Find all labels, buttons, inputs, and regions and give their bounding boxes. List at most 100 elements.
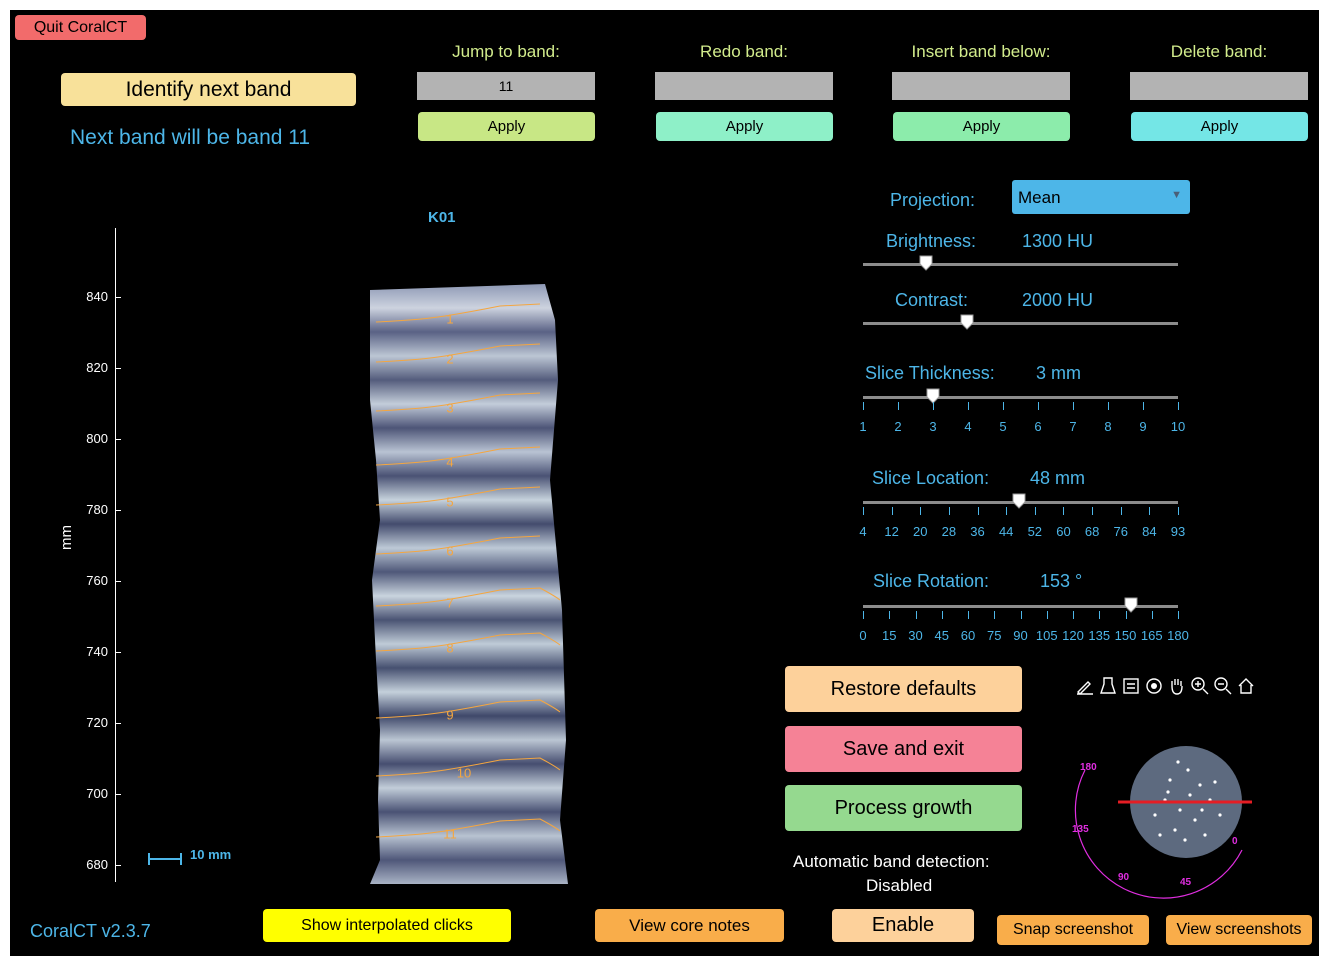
slice-location-slider-thumb[interactable] [1012, 493, 1026, 509]
slider-tick [898, 402, 899, 410]
chevron-down-icon: ▼ [1171, 189, 1182, 201]
band-line[interactable] [375, 486, 541, 506]
slider-tick-label: 68 [1084, 524, 1100, 539]
projection-select[interactable]: Mean ▼ [1012, 180, 1190, 214]
contrast-slider-thumb[interactable] [960, 314, 974, 330]
band-line[interactable] [375, 535, 541, 555]
band-control-input[interactable] [892, 72, 1070, 100]
y-tick-label: 700 [86, 786, 108, 801]
slider-tick [915, 611, 917, 619]
y-tick [115, 794, 121, 795]
slice-thickness-slider[interactable] [863, 396, 1178, 399]
process-growth-button[interactable]: Process growth [785, 785, 1022, 831]
slider-tick-label: 28 [941, 524, 957, 539]
slice-thickness-value: 3 mm [1036, 363, 1081, 383]
band-control-apply-button[interactable]: Apply [656, 112, 833, 141]
slider-tick-label: 6 [1034, 419, 1042, 434]
data-icon[interactable] [1121, 676, 1141, 696]
identify-next-band-button[interactable]: Identify next band [61, 73, 356, 106]
band-number-label: 9 [446, 707, 454, 723]
slider-tick-label: 60 [960, 628, 976, 643]
slider-tick [941, 611, 943, 619]
slider-tick-label: 8 [1104, 419, 1112, 434]
slice-rotation-slider[interactable] [863, 605, 1178, 608]
zoom-in-icon[interactable] [1190, 676, 1210, 696]
slice-thickness-slider-thumb[interactable] [926, 388, 940, 404]
auto-detection-status: Disabled [866, 876, 933, 895]
y-tick [115, 368, 121, 369]
y-tick [115, 865, 121, 866]
snap-screenshot-button[interactable]: Snap screenshot [997, 915, 1149, 945]
home-icon[interactable] [1236, 676, 1256, 696]
slider-tick-label: 135 [1088, 628, 1111, 643]
y-tick [115, 581, 121, 582]
next-band-text: Next band will be band 11 [70, 126, 311, 149]
band-number-label: 8 [446, 640, 454, 656]
restore-defaults-button[interactable]: Restore defaults [785, 666, 1022, 712]
slider-tick [1120, 507, 1122, 515]
slider-tick [1125, 611, 1127, 619]
core-image[interactable] [350, 280, 570, 884]
view-screenshots-button[interactable]: View screenshots [1166, 915, 1312, 945]
save-and-exit-button[interactable]: Save and exit [785, 726, 1022, 772]
slider-tick [968, 611, 969, 619]
brightness-slider[interactable] [863, 263, 1178, 266]
band-number-label: 3 [446, 400, 454, 416]
band-control-apply-button[interactable]: Apply [418, 112, 595, 141]
y-tick [115, 652, 121, 653]
band-line[interactable] [375, 446, 541, 466]
band-control-apply-button[interactable]: Apply [1131, 112, 1308, 141]
plot-toolbar [1075, 676, 1256, 696]
dial-angle-label: 135 [1072, 824, 1089, 835]
slice-rotation-slider-thumb[interactable] [1124, 597, 1138, 613]
brightness-slider-thumb[interactable] [919, 255, 933, 271]
zoom-out-icon[interactable] [1213, 676, 1233, 696]
slider-tick-label: 44 [998, 524, 1014, 539]
rotation-dial[interactable] [1070, 740, 1260, 900]
slider-tick-label: 0 [859, 628, 867, 643]
band-line[interactable] [375, 303, 541, 323]
export-icon[interactable] [1098, 676, 1118, 696]
band-line[interactable] [375, 818, 561, 838]
band-line[interactable] [375, 343, 541, 363]
band-number-label: 4 [446, 454, 454, 470]
y-tick [115, 723, 121, 724]
band-line[interactable] [375, 699, 561, 719]
slider-tick-label: 20 [913, 524, 928, 539]
slider-tick-label: 30 [908, 628, 923, 643]
slider-tick-label: 10 [1170, 419, 1186, 434]
slider-tick [1046, 611, 1048, 619]
edit-icon[interactable] [1075, 676, 1095, 696]
band-control-input[interactable]: 11 [417, 72, 595, 100]
band-number-label: 2 [446, 351, 454, 367]
slider-tick [948, 507, 950, 515]
band-line[interactable] [375, 757, 561, 777]
quit-button[interactable]: Quit CoralCT [15, 15, 146, 40]
y-axis-label: mm [58, 525, 75, 550]
version-label: CoralCT v2.3.7 [30, 921, 151, 941]
pan-icon[interactable] [1167, 676, 1187, 696]
band-line[interactable] [375, 632, 561, 652]
enable-detection-button[interactable]: Enable [832, 909, 974, 942]
band-line[interactable] [375, 392, 541, 412]
slider-tick [1151, 611, 1153, 619]
view-core-notes-button[interactable]: View core notes [595, 909, 784, 942]
slider-tick-label: 5 [999, 419, 1007, 434]
band-control-input[interactable] [655, 72, 833, 100]
band-control-label: Delete band: [1170, 42, 1268, 61]
band-line[interactable] [375, 587, 561, 607]
slider-tick-label: 1 [859, 419, 867, 434]
show-interpolated-clicks-button[interactable]: Show interpolated clicks [263, 909, 511, 942]
slider-tick [1099, 611, 1101, 619]
band-control-input[interactable] [1130, 72, 1308, 100]
slice-thickness-label: Slice Thickness: [865, 363, 995, 383]
slider-tick-label: 12 [884, 524, 899, 539]
y-tick-label: 760 [86, 573, 108, 588]
contrast-slider[interactable] [863, 322, 1178, 325]
band-number-label: 1 [446, 311, 454, 327]
slider-tick [863, 611, 864, 619]
slider-tick-label: 36 [970, 524, 985, 539]
rotate-icon[interactable] [1144, 676, 1164, 696]
band-control-apply-button[interactable]: Apply [893, 112, 1070, 141]
dial-angle-label: 0 [1232, 836, 1238, 847]
